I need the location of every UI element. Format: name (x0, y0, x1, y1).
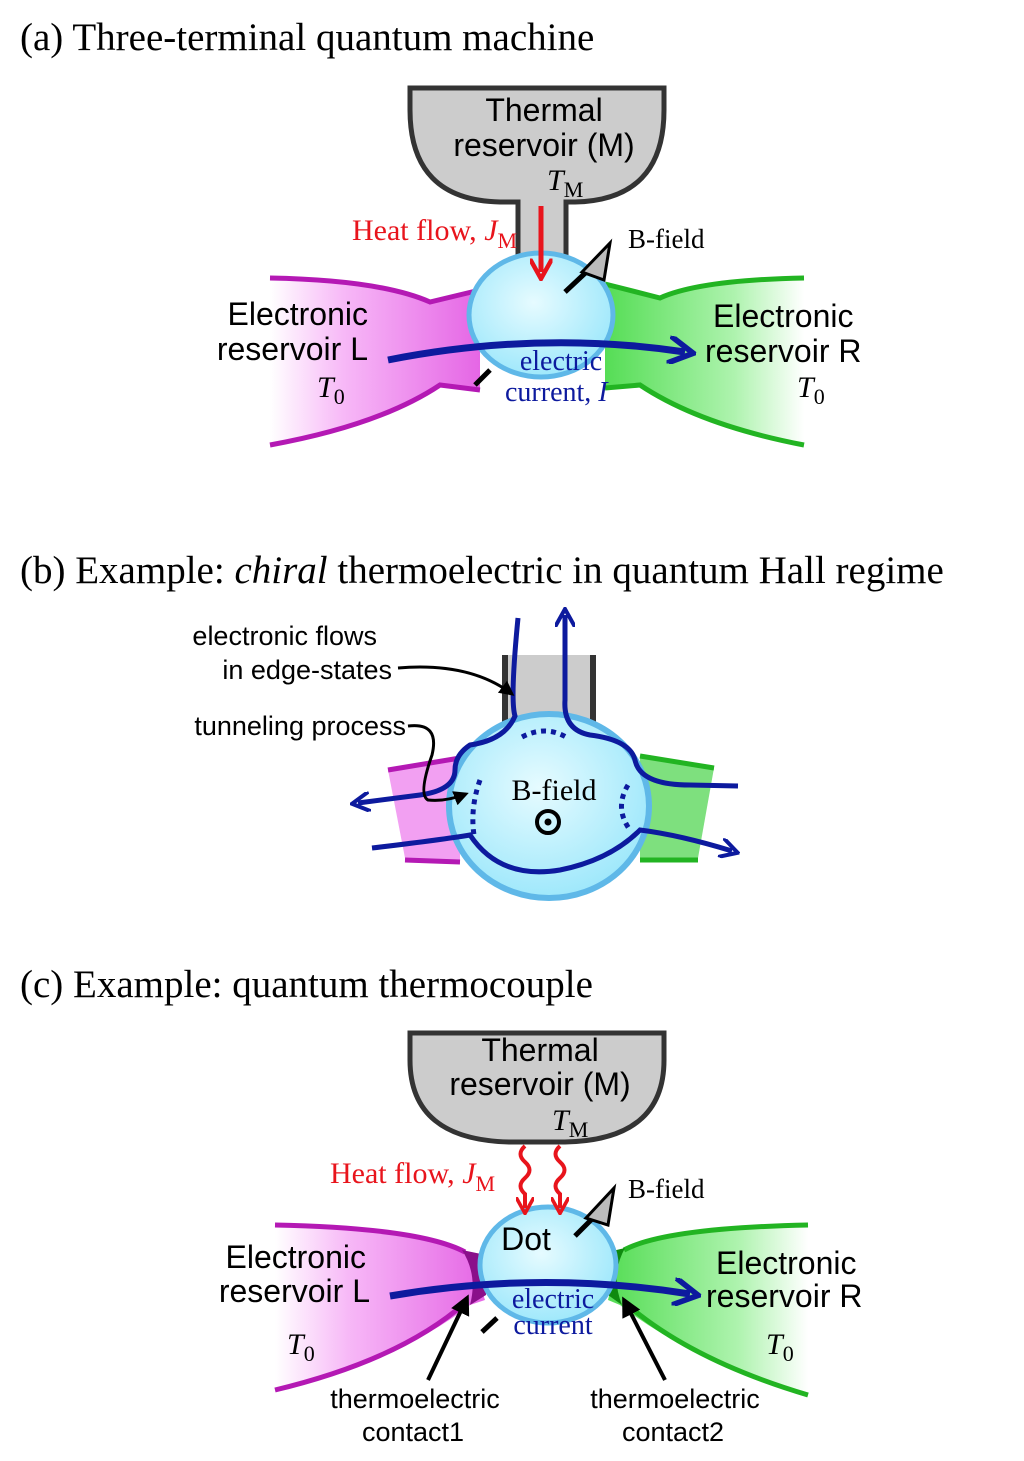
electric-current-arrow-c (389, 1282, 690, 1296)
contact2-label-1: thermoelectric (590, 1384, 760, 1414)
panel-c: (c) Example: quantum thermocouple Therma… (20, 963, 862, 1447)
thermal-reservoir-c (407, 1030, 667, 1145)
thermal-reservoir-a-label-2: reservoir (M) (453, 127, 634, 163)
right-reservoir-c-label-2: reservoir R (706, 1278, 862, 1314)
heat-flow-wave-1 (521, 1144, 530, 1208)
current-label-c-2: current (513, 1310, 593, 1341)
right-reservoir-a (605, 278, 804, 445)
edge-states-pointer (397, 665, 515, 696)
edge-states-label-2: in edge-states (222, 655, 392, 685)
bfield-label-a: B-field (628, 224, 705, 254)
electric-current-arrow-a (387, 343, 685, 360)
heat-flow-wave-2 (556, 1144, 565, 1208)
right-reservoir-c-label-1: Electronic (716, 1245, 857, 1281)
quantum-dot-c (477, 1204, 619, 1326)
right-reservoir-c (608, 1225, 808, 1395)
left-reservoir-a-label-2: reservoir L (217, 331, 368, 367)
right-reservoir-c-temp: T0 (766, 1328, 794, 1366)
right-reservoir-a-label-2: reservoir R (705, 333, 861, 369)
left-reservoir-c-temp: T0 (287, 1328, 315, 1366)
quantum-dot-b (446, 711, 652, 901)
contact1-label-2: contact1 (362, 1417, 464, 1447)
thermal-reservoir-c-temp: TM (552, 1104, 588, 1142)
right-reservoir-a-label-1: Electronic (713, 298, 854, 334)
edge-state-top-right (562, 620, 739, 789)
panel-c-title: (c) Example: quantum thermocouple (20, 963, 593, 1006)
edge-state-bottom (371, 827, 732, 875)
contact1-label-1: thermoelectric (330, 1384, 500, 1414)
current-label-a-2: current, I (505, 377, 609, 408)
thermal-reservoir-c-label-2: reservoir (M) (449, 1066, 630, 1102)
left-reservoir-a (270, 278, 480, 445)
tunneling-label: tunneling process (194, 711, 406, 741)
tunneling-right (619, 783, 633, 832)
current-label-a-1: electric (520, 346, 602, 377)
tunneling-left (470, 779, 483, 836)
bfield-arrow-head-a (579, 238, 613, 283)
panel-b-title: (b) Example: chiral thermoelectric in qu… (20, 549, 944, 592)
bfield-arrow-tail-a (473, 368, 492, 387)
heat-flow-label-a: Heat flow, JM (352, 214, 517, 253)
thermal-reservoir-a-temp: TM (547, 164, 583, 202)
bfield-out-of-page-icon (535, 809, 561, 835)
left-reservoir-c-label-2: reservoir L (219, 1273, 370, 1309)
left-reservoir-c (275, 1225, 485, 1390)
left-reservoir-a-temp: T0 (317, 371, 345, 409)
current-label-c-1: electric (512, 1284, 594, 1315)
bfield-label-b: B-field (512, 774, 597, 807)
bfield-arrow-head-c (583, 1183, 617, 1227)
tunneling-pointer (407, 724, 469, 806)
contact1-pointer (426, 1294, 470, 1381)
panel-a: (a) Three-terminal quantum machine Therm… (20, 16, 861, 448)
left-lead-b (388, 760, 460, 860)
tunneling-top (520, 728, 568, 740)
edge-states-label-1: electronic flows (192, 621, 377, 651)
panel-a-title: (a) Three-terminal quantum machine (20, 16, 594, 59)
contact2-pointer (622, 1296, 667, 1381)
bfield-arrow-tail-c (480, 1316, 499, 1334)
heat-flow-label-c: Heat flow, JM (330, 1157, 495, 1196)
thermal-reservoir-a-label-1: Thermal (485, 92, 602, 128)
bfield-label-c: B-field (628, 1174, 705, 1204)
contact2-label-2: contact2 (622, 1417, 724, 1447)
panel-b: (b) Example: chiral thermoelectric in qu… (20, 549, 944, 901)
left-reservoir-c-label-1: Electronic (226, 1239, 367, 1275)
right-reservoir-a-temp: T0 (797, 371, 825, 409)
left-reservoir-a-label-1: Electronic (228, 296, 369, 332)
dot-label: Dot (501, 1221, 551, 1257)
thermal-reservoir-c-label-1: Thermal (481, 1032, 598, 1068)
